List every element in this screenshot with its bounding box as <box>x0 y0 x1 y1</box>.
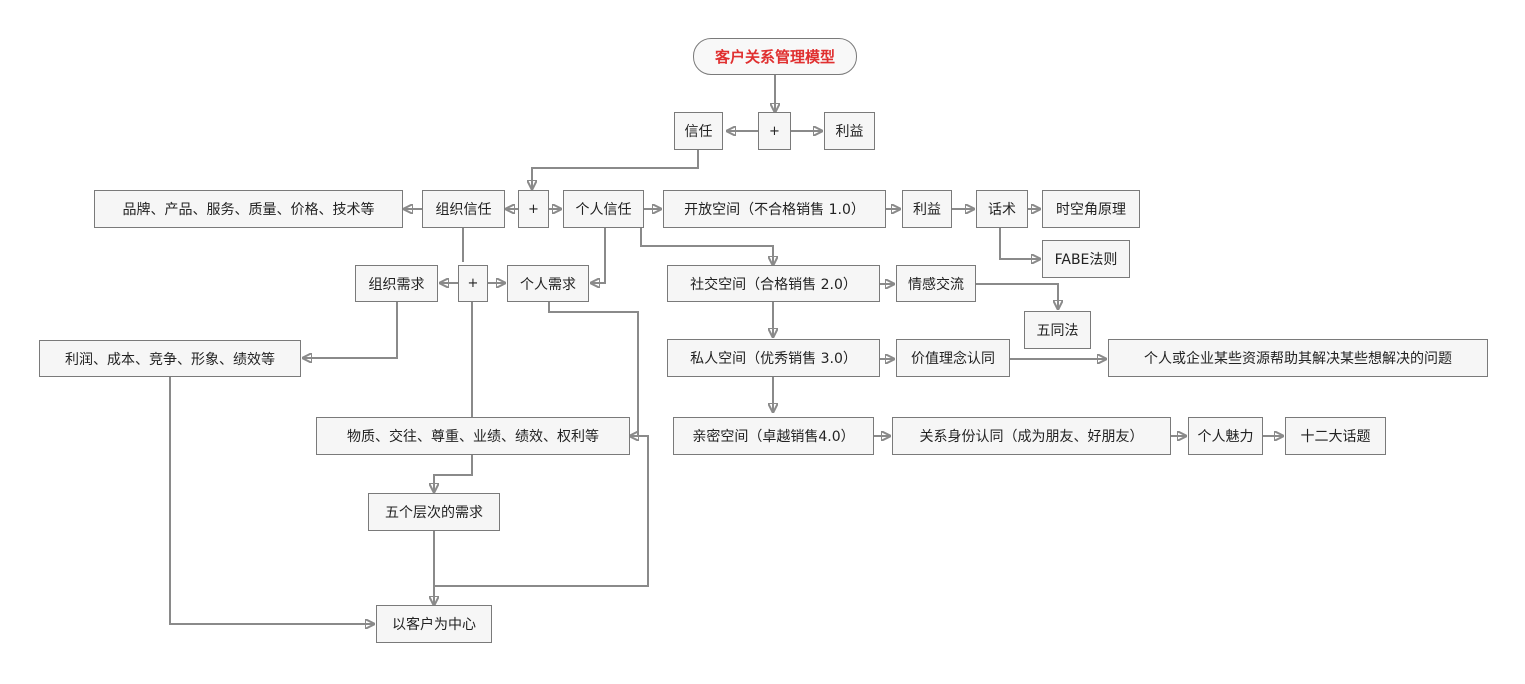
personal-trust-node: 个人信任 <box>563 190 644 228</box>
connector <box>591 228 606 283</box>
brand-list-node: 品牌、产品、服务、质量、价格、技术等 <box>94 190 403 228</box>
emotion-node: 情感交流 <box>896 265 976 302</box>
private-space-node: 私人空间（优秀销售 3.0） <box>667 339 880 377</box>
plus-node-top: + <box>758 112 791 150</box>
speech-node: 话术 <box>976 190 1028 228</box>
benefit-node-mid: 利益 <box>902 190 952 228</box>
connector <box>548 302 639 436</box>
org-needs-node: 组织需求 <box>355 265 438 302</box>
open-space-node: 开放空间（不合格销售 1.0） <box>663 190 886 228</box>
intimate-space-node: 亲密空间（卓越销售4.0） <box>673 417 874 455</box>
connector <box>434 435 649 587</box>
connector <box>640 228 773 265</box>
connector <box>976 283 1058 309</box>
spacetime-node: 时空角原理 <box>1042 190 1140 228</box>
connector <box>434 455 473 492</box>
org-trust-node: 组织信任 <box>422 190 505 228</box>
diagram-title: 客户关系管理模型 <box>693 38 857 75</box>
benefit-node-top: 利益 <box>824 112 875 150</box>
connector <box>303 302 398 358</box>
social-space-node: 社交空间（合格销售 2.0） <box>667 265 880 302</box>
charm-node: 个人魅力 <box>1188 417 1263 455</box>
values-node: 价值理念认同 <box>896 339 1010 377</box>
fabe-node: FABE法则 <box>1042 240 1130 278</box>
five-same-node: 五同法 <box>1024 311 1091 349</box>
profit-list-node: 利润、成本、竞争、形象、绩效等 <box>39 340 301 377</box>
twelve-topics-node: 十二大话题 <box>1285 417 1386 455</box>
five-levels-node: 五个层次的需求 <box>368 493 500 531</box>
resources-node: 个人或企业某些资源帮助其解决某些想解决的问题 <box>1108 339 1488 377</box>
customer-center-node: 以客户为中心 <box>376 605 492 643</box>
relation-identity-node: 关系身份认同（成为朋友、好朋友） <box>892 417 1171 455</box>
connector <box>532 150 699 189</box>
personal-needs-node: 个人需求 <box>507 265 589 302</box>
plus-node-bottom: + <box>458 265 488 302</box>
plus-node-mid: + <box>518 190 549 228</box>
connector <box>999 228 1040 259</box>
material-list-node: 物质、交往、尊重、业绩、绩效、权利等 <box>316 417 630 455</box>
trust-node: 信任 <box>674 112 723 150</box>
connector <box>169 377 374 624</box>
